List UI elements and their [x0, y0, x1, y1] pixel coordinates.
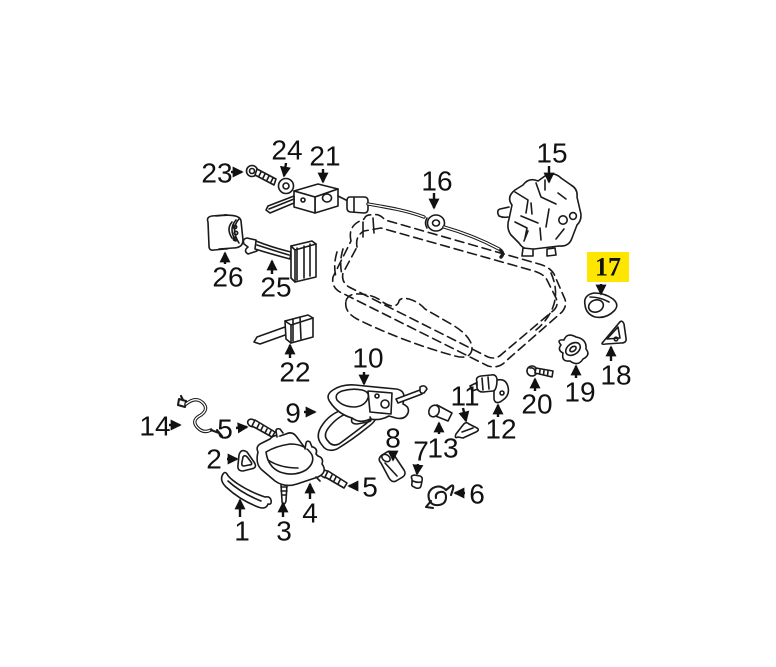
part-number-label: 12	[485, 414, 516, 445]
part-number-label: 23	[201, 158, 232, 189]
callout-7: 7	[412, 436, 429, 476]
part-number-label: 11	[450, 381, 479, 412]
callout-6: 6	[453, 479, 485, 510]
callout-arrow	[235, 422, 249, 434]
part-7-bushing	[410, 474, 424, 490]
part-number-label: 5	[362, 472, 378, 503]
highlight-box	[587, 252, 629, 282]
part-number-label: 26	[212, 262, 243, 293]
callout-arrow	[412, 463, 424, 476]
callout-16: 16	[421, 166, 453, 210]
part-25-door-check	[242, 237, 317, 283]
part-15-door-lock-actuator	[496, 173, 582, 257]
callout-23: 23	[201, 158, 244, 189]
part-number-label: 24	[271, 135, 302, 166]
callout-13: 13	[427, 421, 459, 464]
part-24-grommet	[277, 177, 295, 195]
callout-24: 24	[271, 135, 303, 178]
part-number-label: 5	[217, 414, 233, 445]
part-23-bolt	[245, 164, 277, 186]
part-number-label: 21	[309, 141, 340, 172]
callout-21: 21	[309, 141, 341, 184]
part-6-spring-clip	[424, 484, 455, 510]
part-number-label: 18	[600, 360, 631, 391]
part-21-door-check-bracket	[265, 183, 349, 214]
part-number-label: 10	[352, 343, 383, 374]
part-number-label: 20	[521, 389, 552, 420]
part-18-corner-cover	[601, 320, 627, 346]
callout-14: 14	[139, 411, 182, 442]
part-number-label: 22	[279, 357, 310, 388]
callout-10: 10	[352, 343, 384, 386]
part-17-handle-bezel	[583, 292, 618, 319]
callout-2: 2	[206, 444, 239, 475]
door-panel-outline	[331, 213, 567, 368]
callout-5: 5	[217, 414, 249, 445]
callout-1: 1	[234, 498, 250, 547]
part-number-label: 13	[427, 433, 458, 464]
part-22-bracket	[253, 314, 314, 345]
part-number-label: 9	[285, 398, 301, 429]
part-11-cylinder-pad	[454, 421, 480, 439]
callout-22: 22	[279, 343, 311, 388]
callout-3: 3	[276, 501, 292, 547]
part-13-rod-pin	[427, 404, 453, 422]
callout-26: 26	[212, 251, 244, 293]
part-19-clip	[558, 334, 589, 365]
callout-19: 19	[564, 364, 596, 408]
part-number-label: 17	[595, 253, 621, 282]
callout-8: 8	[385, 423, 401, 462]
part-14-release-cable	[176, 394, 224, 438]
part-26-speaker	[206, 214, 244, 251]
part-number-label: 8	[385, 423, 401, 454]
part-1-handle-trim	[220, 471, 272, 509]
callout-18: 18	[600, 345, 632, 391]
part-number-label: 16	[421, 166, 452, 197]
part-number-label: 2	[206, 444, 222, 475]
part-number-label: 7	[413, 436, 429, 467]
callout-12: 12	[485, 403, 517, 445]
part-number-label: 25	[260, 272, 291, 303]
callout-9: 9	[285, 398, 317, 429]
part-number-label: 3	[276, 516, 292, 547]
callout-arrow	[279, 162, 291, 178]
callout-17: 17	[587, 252, 629, 296]
callout-11: 11	[450, 381, 480, 423]
part-12-lock-cylinder	[469, 374, 510, 404]
part-4-handle-base	[256, 427, 326, 487]
callout-arrow	[458, 407, 470, 423]
part-number-label: 19	[564, 377, 595, 408]
callout-5: 5	[347, 472, 378, 503]
part-number-label: 6	[469, 479, 485, 510]
part-5-screw-upper	[246, 418, 276, 438]
part-10-inside-handle	[327, 384, 428, 425]
part-20-screw	[526, 365, 554, 378]
part-number-label: 1	[234, 516, 250, 547]
part-number-label: 14	[139, 411, 170, 442]
door-panel-tab-detail	[362, 217, 375, 238]
part-16-lock-cable	[346, 196, 505, 259]
callout-25: 25	[260, 259, 292, 303]
part-number-label: 4	[302, 498, 318, 529]
callout-20: 20	[521, 377, 553, 420]
callout-15: 15	[536, 138, 568, 184]
callout-4: 4	[302, 482, 318, 529]
part-number-label: 15	[536, 138, 567, 169]
part-2-gasket-pad	[237, 449, 257, 472]
